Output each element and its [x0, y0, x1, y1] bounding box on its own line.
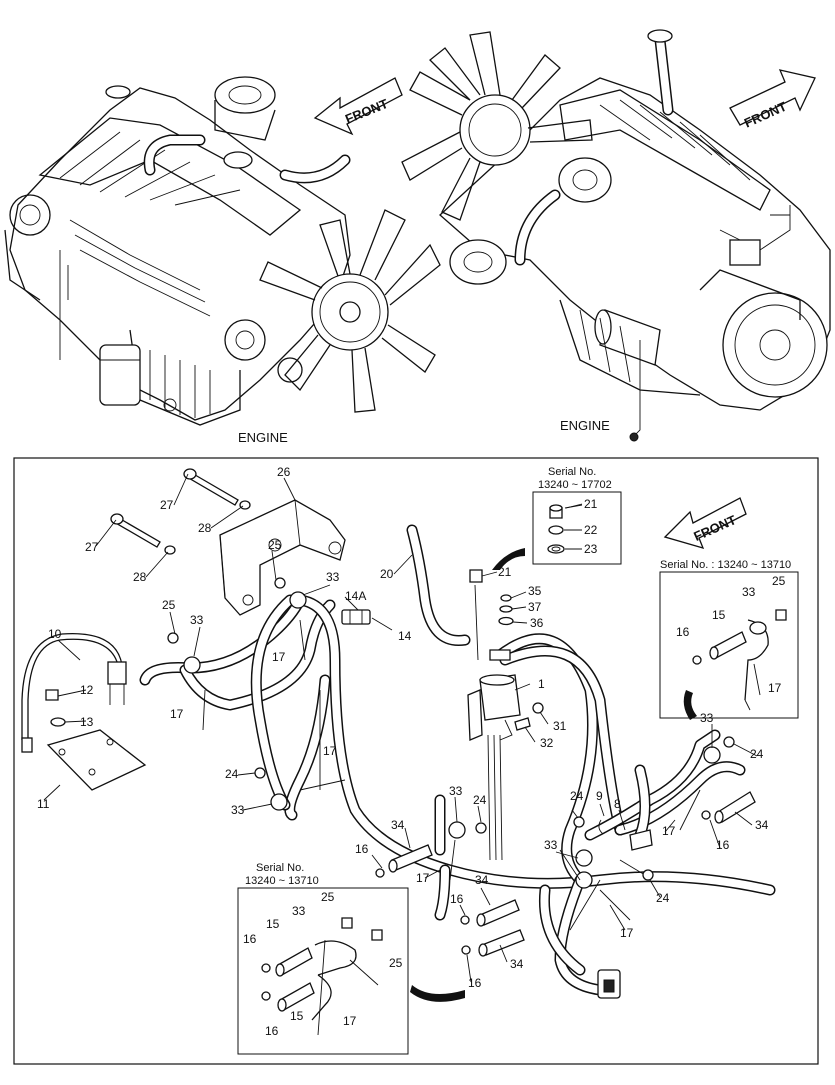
detail-frame [13, 457, 819, 1065]
callout-34-b: 34 [475, 873, 489, 887]
callout-34-a: 34 [391, 818, 405, 832]
callout-12: 12 [80, 683, 94, 697]
callout-24-b: 24 [473, 793, 487, 807]
engine-right-label: ENGINE [560, 418, 610, 433]
callout-34-d: 34 [755, 818, 769, 832]
callout-21-a: 21 [584, 497, 598, 511]
nuts-24 [167, 577, 735, 881]
callout-35: 35 [528, 584, 542, 598]
callout-33-g: 33 [700, 711, 714, 725]
callout-labels: 1 8 9 10 11 12 13 14 14A 15 15 15 16 16 … [37, 465, 786, 1038]
harness-hoses [139, 524, 776, 999]
callout-25-d: 25 [321, 890, 335, 904]
callout-21-b: 21 [498, 565, 512, 579]
callout-33-e: 33 [449, 784, 463, 798]
callout-1: 1 [538, 677, 545, 691]
clamps-and-ties [183, 591, 721, 931]
callout-33-f: 33 [544, 838, 558, 852]
front-arrow-detail: FRONT [663, 497, 747, 549]
relay-1 [467, 569, 544, 741]
fan-right [401, 31, 593, 221]
callout-15-c: 15 [290, 1009, 304, 1023]
callout-13: 13 [80, 715, 94, 729]
part-10-13-assembly [21, 632, 147, 791]
callout-33-d: 33 [231, 803, 245, 817]
callout-16-d: 16 [468, 976, 482, 990]
callout-8: 8 [614, 797, 621, 811]
clip-14a [341, 609, 371, 625]
callout-33-c: 33 [190, 613, 204, 627]
callout-17-d: 17 [323, 744, 337, 758]
serial-box-top-center: Serial No. 13240 ~ 17702 [492, 466, 622, 570]
callout-9: 9 [596, 789, 603, 803]
callout-33-h: 33 [292, 904, 306, 918]
callout-33-a: 33 [742, 585, 756, 599]
serial-top-line2: 13240 ~ 17702 [538, 479, 612, 491]
engine-left-label: ENGINE [238, 430, 288, 445]
callout-28-a: 28 [198, 521, 212, 535]
callout-11: 11 [37, 797, 50, 811]
callout-25-c: 25 [162, 598, 176, 612]
callout-15-a: 15 [712, 608, 726, 622]
callout-15-b: 15 [266, 917, 280, 931]
callout-37: 37 [528, 600, 542, 614]
front-arrow-top-left: FRONT [313, 77, 403, 136]
leader-lines [43, 473, 758, 983]
callout-17-a: 17 [768, 681, 782, 695]
callout-34-c: 34 [510, 957, 524, 971]
serial-right-text: Serial No. : 13240 ~ 13710 [660, 559, 791, 571]
callout-24-d: 24 [656, 891, 670, 905]
callout-14: 14 [398, 629, 412, 643]
callout-27-a: 27 [160, 498, 174, 512]
callout-16-g: 16 [265, 1024, 279, 1038]
callout-25-e: 25 [389, 956, 403, 970]
callout-14a: 14A [345, 589, 366, 603]
callout-16-e: 16 [716, 838, 730, 852]
callout-16-a: 16 [676, 625, 690, 639]
callout-24-e: 24 [750, 747, 764, 761]
callout-36: 36 [530, 616, 544, 630]
callout-16-c: 16 [450, 892, 464, 906]
callout-17-h: 17 [343, 1014, 357, 1028]
callout-33-b: 33 [326, 570, 340, 584]
serial-top-line1: Serial No. [548, 466, 596, 478]
callout-22: 22 [584, 523, 598, 537]
callout-25-a: 25 [772, 574, 786, 588]
callout-16-f: 16 [243, 932, 257, 946]
engine-left-illustration [4, 76, 441, 426]
front-arrow-top-right: FRONT [729, 69, 816, 131]
serial-box-bottom: Serial No. 13240 ~ 13710 [237, 862, 465, 1055]
engine-right-illustration [401, 29, 831, 442]
serial-bottom-line2: 13240 ~ 13710 [245, 875, 319, 887]
callout-23: 23 [584, 542, 598, 556]
bracket-26 [219, 499, 346, 616]
callout-17-f: 17 [620, 926, 634, 940]
fan-left [259, 209, 441, 413]
callout-25-b: 25 [268, 538, 282, 552]
serial-box-right: Serial No. : 13240 ~ 13710 [659, 559, 799, 720]
callout-16-b: 16 [355, 842, 369, 856]
callout-28-b: 28 [133, 570, 147, 584]
callout-17-c: 17 [170, 707, 184, 721]
callout-10: 10 [48, 627, 62, 641]
serial-bottom-line1: Serial No. [256, 862, 304, 874]
callout-24-c: 24 [570, 789, 584, 803]
callout-17-g: 17 [662, 824, 676, 838]
bolts-34 [375, 791, 756, 957]
callout-31: 31 [553, 719, 567, 733]
callout-26: 26 [277, 465, 291, 479]
callout-24-a: 24 [225, 767, 239, 781]
callout-32: 32 [540, 736, 554, 750]
callout-17-e: 17 [416, 871, 430, 885]
callout-17-b: 17 [272, 650, 286, 664]
callout-20: 20 [380, 567, 394, 581]
callout-27-b: 27 [85, 540, 99, 554]
